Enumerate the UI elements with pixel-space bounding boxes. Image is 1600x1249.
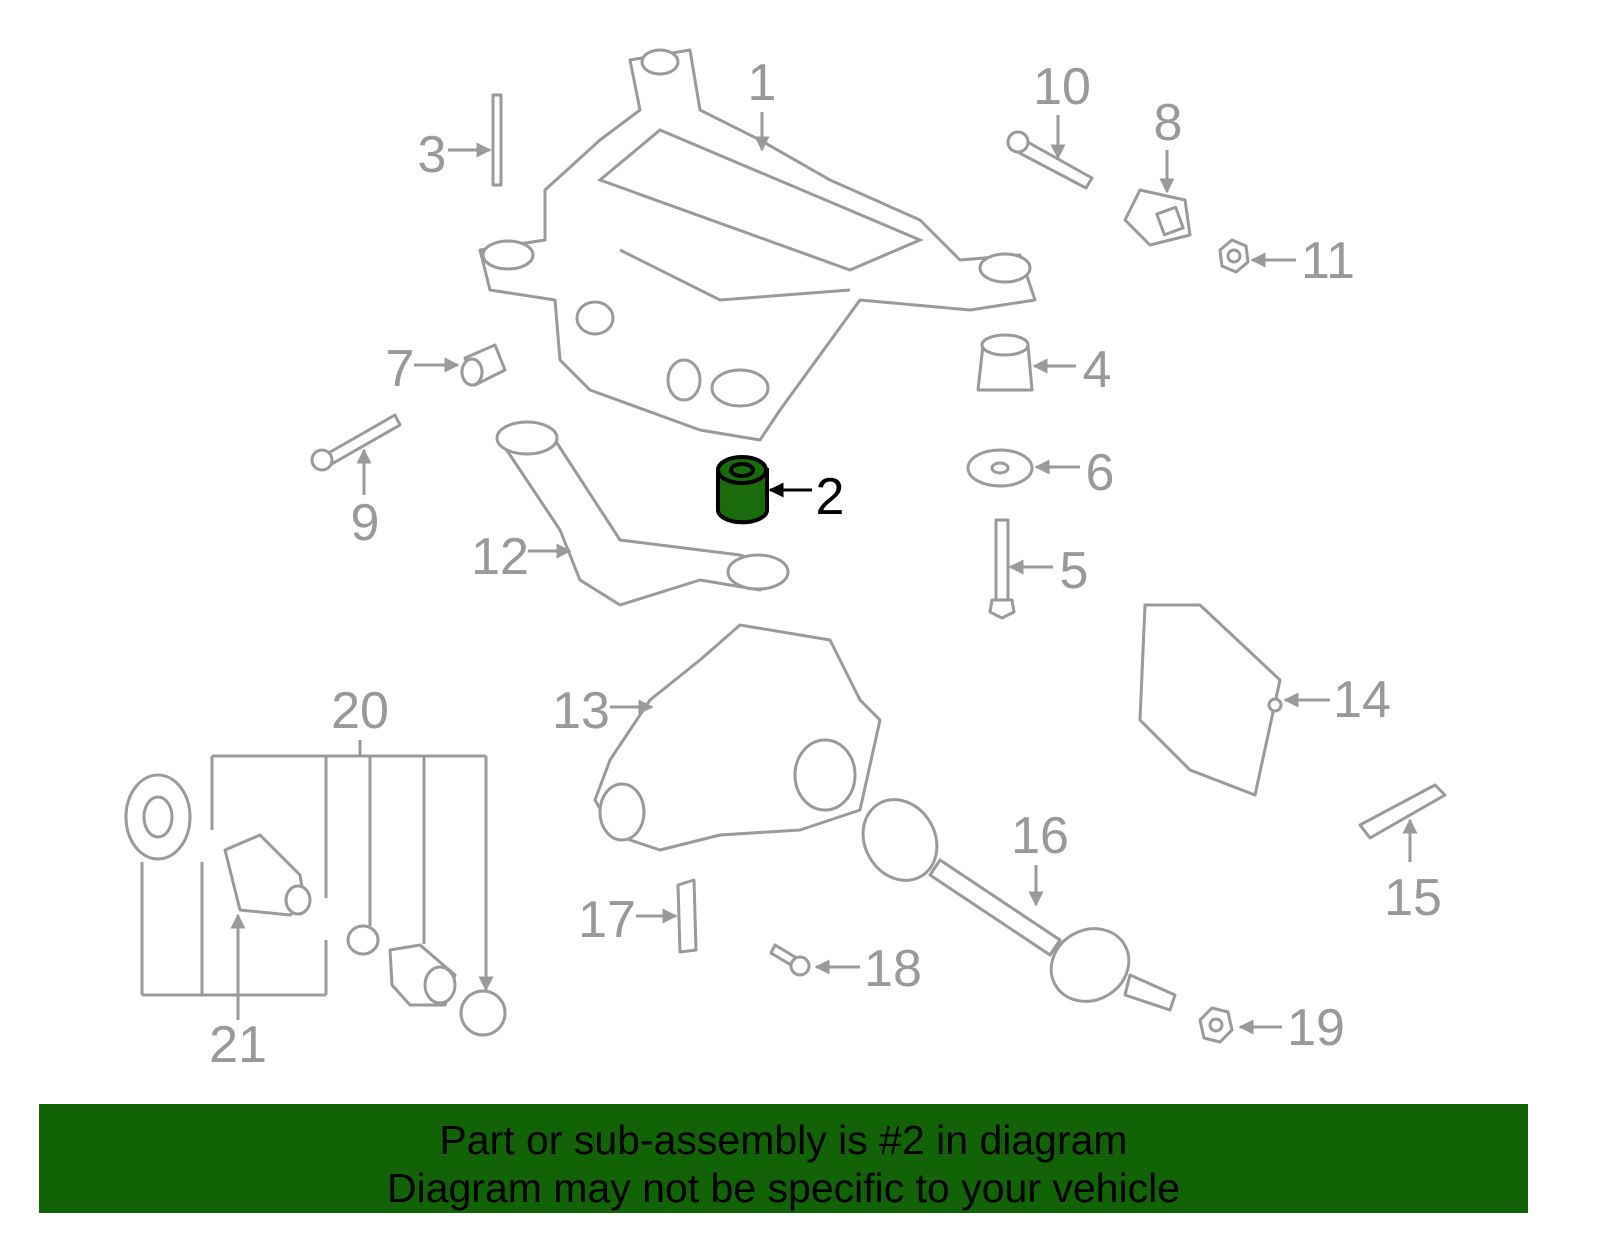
part-13-differential[interactable] [593, 623, 882, 852]
part-4-mount[interactable] [976, 333, 1034, 392]
callout-20: 20 [331, 682, 389, 740]
part-19-nut[interactable] [1198, 1006, 1234, 1044]
banner-line-2: Diagram may not be specific to your vehi… [386, 1165, 1180, 1211]
callout-12: 12 [471, 528, 529, 586]
part-12-bracket[interactable] [495, 420, 790, 607]
part-14-cover[interactable] [1138, 603, 1283, 797]
callout-16: 16 [1011, 807, 1069, 865]
callout-2: 2 [816, 468, 845, 526]
banner-line-1: Part or sub-assembly is #2 in diagram [439, 1117, 1128, 1163]
callout-1: 1 [748, 54, 777, 112]
part-2-bushing-highlighted[interactable] [716, 455, 769, 525]
callout-11: 11 [1301, 232, 1355, 290]
callout-3: 3 [418, 126, 447, 184]
callout-5: 5 [1060, 542, 1089, 600]
part-10-bolt[interactable] [1006, 130, 1094, 190]
callout-15: 15 [1384, 869, 1442, 927]
callout-labels: 1 2 3 4 5 6 7 8 9 10 11 12 13 14 15 16 1… [209, 54, 1442, 1074]
part-7-bushing[interactable] [460, 343, 507, 387]
callout-14: 14 [1333, 671, 1391, 729]
callout-17: 17 [578, 891, 636, 949]
part-6-washer[interactable] [966, 448, 1034, 488]
callout-13: 13 [552, 682, 610, 740]
part-5-bolt[interactable] [988, 518, 1016, 620]
part-18-bolt[interactable] [769, 943, 811, 977]
callout-19: 19 [1287, 999, 1345, 1057]
part-8-bushing[interactable] [1123, 188, 1192, 247]
callout-21: 21 [209, 1016, 267, 1074]
leader-lines [140, 112, 1418, 1035]
part-15-strip[interactable] [1358, 783, 1447, 840]
callout-6: 6 [1086, 444, 1115, 502]
part-17-bracket[interactable] [676, 878, 698, 954]
callout-7: 7 [386, 340, 415, 398]
info-banner: Part or sub-assembly is #2 in diagram Di… [39, 1104, 1528, 1213]
callout-8: 8 [1154, 94, 1183, 152]
part-9-bolt[interactable] [310, 413, 402, 472]
part-3-bolt[interactable] [491, 93, 503, 187]
part-11-nut[interactable] [1218, 238, 1250, 274]
callout-4: 4 [1083, 341, 1112, 399]
callout-10: 10 [1033, 58, 1091, 116]
part-1-subframe[interactable] [478, 48, 1037, 442]
part-16-axle-shaft[interactable] [849, 786, 1177, 1015]
callout-9: 9 [351, 494, 380, 552]
callout-18: 18 [864, 940, 922, 998]
